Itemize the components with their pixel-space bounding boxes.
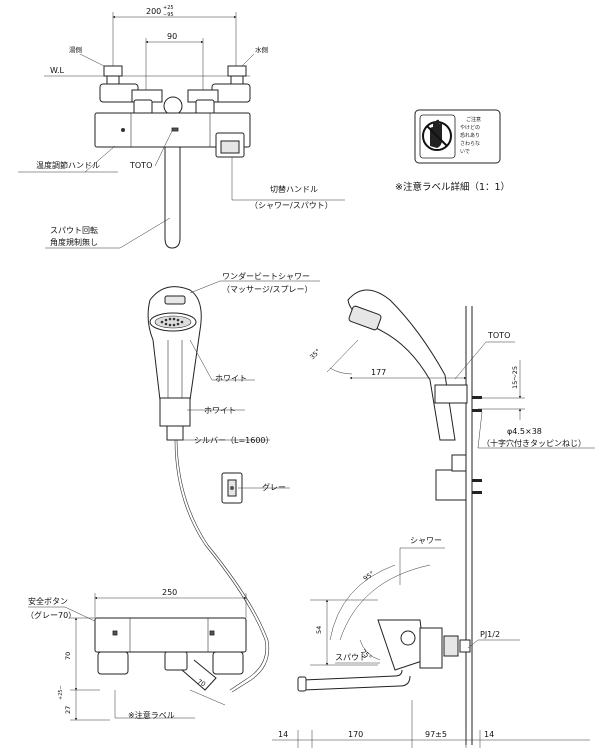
dim-200-tol-plus: +25 bbox=[163, 5, 174, 11]
dim-250: 250 bbox=[162, 588, 177, 597]
dim-27: 27 bbox=[64, 706, 72, 714]
side-view-spout: 95° シャワー 54 25° スパウト PJ1/2 bbox=[272, 536, 590, 748]
dim-27-tol: +25− bbox=[58, 685, 64, 700]
pj-label: PJ1/2 bbox=[480, 630, 500, 639]
shower-side-label: シャワー bbox=[410, 536, 442, 545]
caution-label-detail-title: ※注意ラベル詳細（1：1） bbox=[395, 181, 510, 193]
dim-14-left: 14 bbox=[278, 730, 288, 739]
caution-text-1: ご注意 bbox=[466, 116, 481, 123]
screw-label: φ4.5×38 bbox=[507, 427, 542, 436]
shower-head-front: ワンダービートシャワー （マッサージ/スプレー） ホワイト ホワイト シルバー（… bbox=[147, 271, 320, 693]
dim-95-angle: 95° bbox=[362, 570, 376, 583]
silver-hose-label: シルバー（L=1600） bbox=[194, 436, 274, 445]
side-view-shower: 35° 177 15～25 TOTO φ4.5×38 （十字穴付きタッピンねじ） bbox=[308, 289, 595, 745]
temp-handle-label: 温度調節ハンドル bbox=[36, 160, 100, 170]
gray-label: グレー bbox=[262, 482, 286, 492]
water-side-label: 水側 bbox=[255, 45, 269, 54]
caution-text-2: やけどの bbox=[460, 124, 480, 131]
safety-button-label: 安全ボタン bbox=[28, 596, 68, 606]
spout-rotation-label-1: スパウト回転 bbox=[50, 226, 98, 235]
toto-side-label: TOTO bbox=[487, 331, 510, 340]
white-label-2: ホワイト bbox=[204, 406, 236, 415]
dim-177: 177 bbox=[371, 368, 386, 377]
dim-70-vertical: 70 bbox=[64, 652, 72, 660]
switch-handle-label: 切替ハンドル bbox=[270, 184, 318, 194]
front-view: 250 安全ボタン （グレー70） 70 27 +25− 70 ※注意ラベル bbox=[26, 588, 247, 721]
caution-label-detail: ご注意 やけどの 恐れあり さわらな いで ※注意ラベル詳細（1：1） bbox=[395, 109, 510, 193]
shower-mode-label: （マッサージ/スプレー） bbox=[222, 285, 313, 294]
screw-sub-label: （十字穴付きタッピンねじ） bbox=[482, 438, 586, 448]
white-label-1: ホワイト bbox=[215, 374, 247, 383]
dim-14-right: 14 bbox=[484, 730, 494, 739]
dim-15-25: 15～25 bbox=[511, 366, 519, 389]
dim-90: 90 bbox=[167, 32, 177, 41]
caution-label-label: ※注意ラベル bbox=[128, 710, 175, 720]
toto-mark-label: TOTO bbox=[129, 161, 152, 170]
dim-200: 200 bbox=[146, 7, 161, 16]
spout-label: スパウト bbox=[335, 653, 367, 662]
dim-97: 97±5 bbox=[425, 730, 447, 739]
caution-text-4: さわらな bbox=[460, 140, 480, 147]
caution-text-3: 恐れあり bbox=[460, 133, 480, 139]
wl-label: W.L bbox=[50, 66, 65, 75]
top-view: 200 +25 −95 90 W.L 湯側 水側 bbox=[18, 5, 345, 249]
dim-70-angle: 70 bbox=[196, 678, 207, 689]
safety-button-sub: （グレー70） bbox=[26, 610, 76, 620]
spout-rotation-label-2: 角度規制無し bbox=[50, 237, 98, 247]
caution-text-5: いで bbox=[460, 149, 470, 155]
shower-name-label: ワンダービートシャワー bbox=[222, 271, 310, 281]
dim-54: 54 bbox=[315, 626, 323, 634]
dim-200-tol-minus: −95 bbox=[163, 12, 174, 18]
dim-35-angle: 35° bbox=[308, 347, 322, 361]
dim-170: 170 bbox=[348, 730, 363, 739]
switch-handle-sub: （シャワー/スパウト） bbox=[250, 201, 333, 210]
hot-side-label: 湯側 bbox=[69, 45, 83, 54]
